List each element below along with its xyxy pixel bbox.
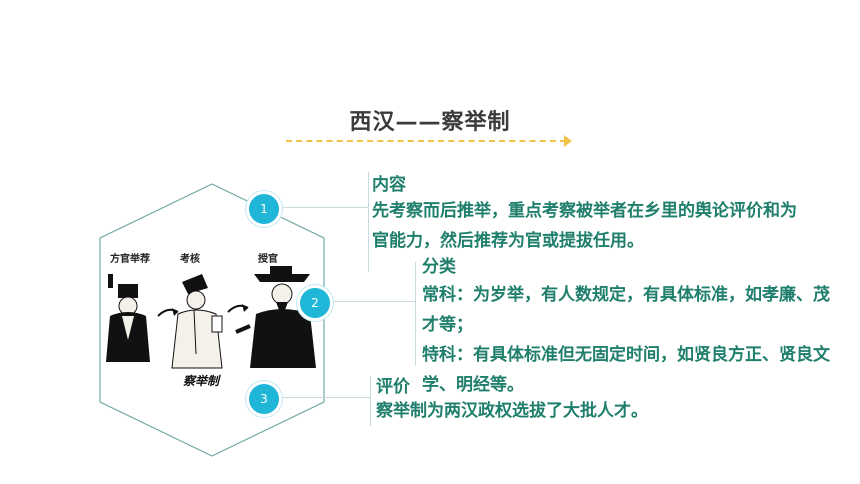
- hexagon-frame: [99, 183, 325, 457]
- bracket-1: [368, 172, 369, 272]
- caption-appoint: 授官: [258, 254, 278, 265]
- connector-2: [333, 301, 415, 302]
- title-rule-arrow-icon: [564, 135, 572, 147]
- content-heading: 内容: [372, 175, 406, 195]
- classification-heading: 分类: [422, 257, 456, 277]
- appointing-official-figure: [235, 266, 316, 368]
- title-dashed-rule: [286, 140, 566, 142]
- official-selection-illustration: [106, 266, 316, 369]
- connector-1: [282, 207, 368, 208]
- illustration-seal-text: 察举制: [183, 374, 220, 388]
- classification-regular-text: 常科：为岁举，有人数规定，有具体标准，如孝廉、茂才等；: [422, 285, 830, 335]
- slide-title: 西汉——察举制: [349, 110, 511, 135]
- step-node-1: 1: [246, 191, 282, 227]
- content-text: 先考察而后推举，重点考察被举者在乡里的舆论评价和为官能力，然后推荐为官或提拔任用…: [372, 201, 797, 251]
- kneeling-official-figure: [106, 274, 150, 362]
- step-node-3: 3: [246, 381, 282, 417]
- evaluation-heading: 评价: [376, 377, 410, 397]
- classification-special-text: 特科：有具体标准但无固定时间，如贤良方正、贤良文学、明经等。: [422, 345, 830, 395]
- bracket-2: [415, 262, 416, 366]
- step-node-2: 2: [297, 285, 333, 321]
- caption-examine: 考核: [180, 254, 200, 265]
- bracket-3: [370, 376, 371, 426]
- examined-scholar-figure: [171, 274, 223, 369]
- connector-3: [282, 397, 370, 398]
- caption-recommend: 方官举荐: [110, 254, 150, 265]
- evaluation-text: 察举制为两汉政权选拔了大批人才。: [376, 401, 648, 421]
